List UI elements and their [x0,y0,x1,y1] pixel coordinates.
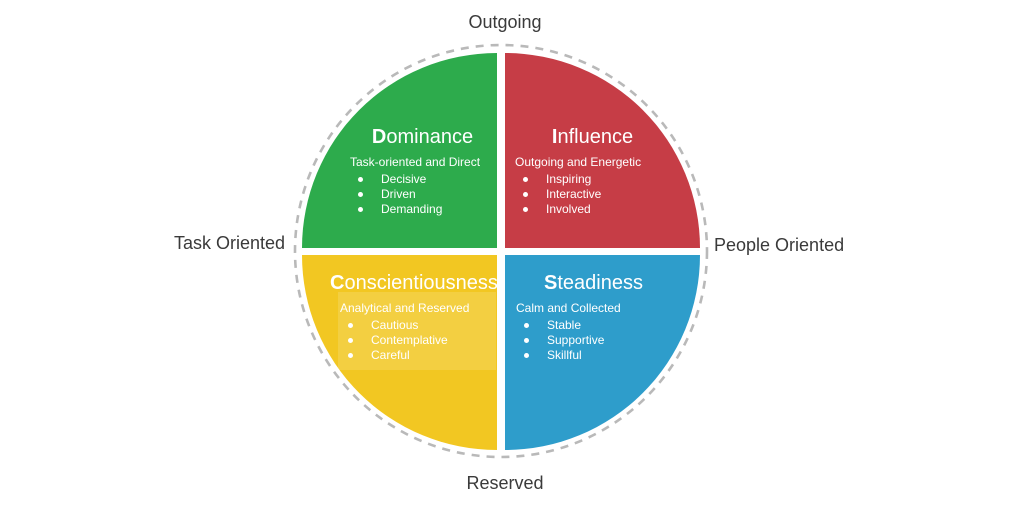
bullet-dot [348,323,353,328]
bullet-label: Contemplative [371,333,448,347]
quadrant-influence-text: Influence Outgoing and Energetic Inspiri… [515,126,670,217]
conscientiousness-title: Conscientiousness [330,272,498,294]
bullet-label: Cautious [371,318,419,332]
steadiness-title: Steadiness [516,272,671,294]
dominance-subtitle: Task-oriented and Direct [350,155,481,169]
conscientiousness-bullet-list: Cautious Contemplative Careful [340,318,490,363]
bullet-dot [348,338,353,343]
bullet-item: Driven [350,187,495,202]
steadiness-title-rest: teadiness [557,272,643,294]
bullet-label: Interactive [546,187,602,201]
dominance-title-rest: ominance [386,126,474,148]
text-highlight-overlay [338,292,496,370]
axis-label-people-oriented: People Oriented [714,235,845,255]
quadrant-steadiness-text: Steadiness Calm and Collected Stable Sup… [516,272,671,363]
axis-label-outgoing: Outgoing [468,12,542,32]
conscientiousness-subtitle: Analytical and Reserved [340,301,470,315]
quadrant-dominance-text: Dominance Task-oriented and Direct Decis… [350,126,495,217]
bullet-dot [358,177,363,182]
steadiness-title-initial: S [544,272,558,294]
axis-label-task-oriented: Task Oriented [173,233,285,253]
steadiness-subtitle: Calm and Collected [516,301,621,315]
bullet-dot [348,353,353,358]
bullet-item: Demanding [350,202,495,217]
bullet-item: Decisive [350,172,495,187]
influence-bullet-list: Inspiring Interactive Involved [515,172,670,217]
bullet-item: Contemplative [340,333,490,348]
bullet-dot [523,177,528,182]
bullet-label: Decisive [381,172,427,186]
bullet-label: Inspiring [546,172,592,186]
bullet-item: Interactive [515,187,670,202]
bullet-item: Skillful [516,348,671,363]
influence-subtitle: Outgoing and Energetic [515,155,642,169]
bullet-label: Skillful [547,348,582,362]
bullet-item: Supportive [516,333,671,348]
bullet-label: Demanding [381,202,443,216]
dominance-bullet-list: Decisive Driven Demanding [350,172,495,217]
quadrant-conscientiousness-text: Conscientiousness Analytical and Reserve… [330,272,498,363]
steadiness-bullet-list: Stable Supportive Skillful [516,318,671,363]
bullet-dot [358,207,363,212]
dominance-title: Dominance [350,126,495,148]
influence-title-rest: nfluence [557,126,634,148]
conscientiousness-title-initial: C [330,272,345,294]
bullet-dot [358,192,363,197]
bullet-label: Involved [546,202,591,216]
dominance-title-initial: D [371,126,387,148]
axis-label-reserved: Reserved [466,473,544,493]
bullet-dot [523,192,528,197]
influence-title-initial: I [551,126,558,148]
bullet-label: Driven [381,187,416,201]
bullet-dot [524,323,529,328]
bullet-dot [524,353,529,358]
dashed-ring-circle [293,43,709,459]
bullet-dot [524,338,529,343]
bullet-item: Cautious [340,318,490,333]
bullet-item: Involved [515,202,670,217]
bullet-item: Inspiring [515,172,670,187]
influence-title: Influence [515,126,670,148]
bullet-item: Stable [516,318,671,333]
bullet-label: Careful [371,348,410,362]
bullet-label: Stable [547,318,582,332]
bullet-item: Careful [340,348,490,363]
conscientiousness-title-rest: onscientiousness [344,272,498,294]
bullet-dot [523,207,528,212]
bullet-label: Supportive [547,333,605,347]
